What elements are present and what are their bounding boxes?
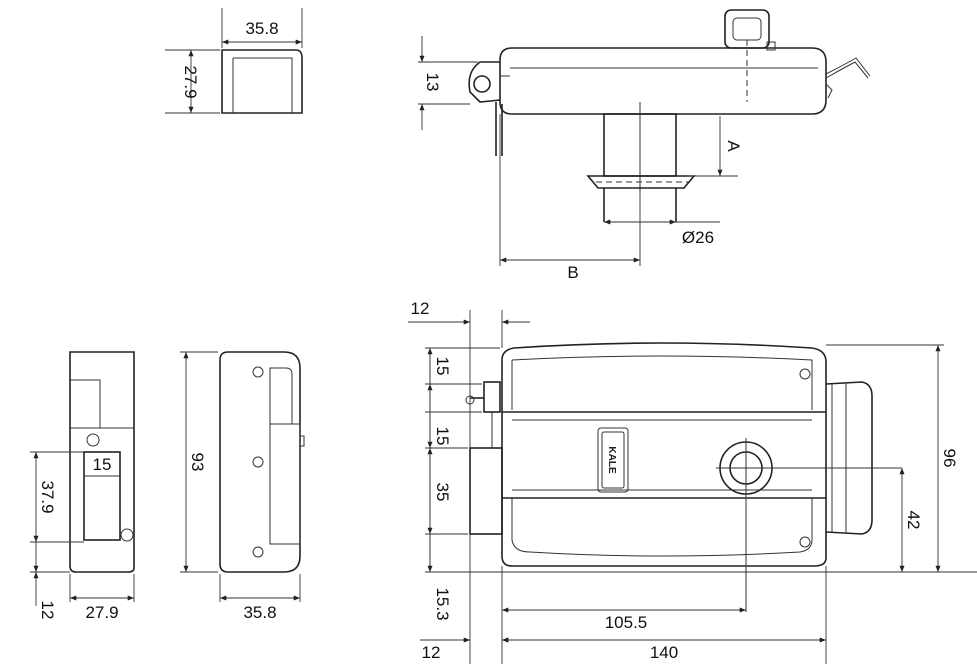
front-42-label: 42 (904, 511, 923, 530)
plate-358-label: 35.8 (243, 603, 276, 622)
left-379-label: 37.9 (38, 480, 57, 513)
thickness-label: 13 (423, 73, 442, 92)
cap-top-view: 35.8 27.9 (165, 8, 303, 114)
front-view: KALE 12 15 15 35 15.3 105.5 140 (408, 299, 977, 664)
left-side-view: 15 37.9 12 27.9 (30, 351, 135, 622)
front-96-label: 96 (940, 449, 959, 468)
cap-height-label: 27.9 (181, 65, 200, 98)
front-140-label: 140 (650, 643, 678, 662)
dim-b-label: B (567, 263, 578, 282)
front-15a-label: 15 (433, 357, 452, 376)
front-35-label: 35 (433, 483, 452, 502)
left-12-label: 12 (38, 601, 57, 620)
plate-view: 93 35.8 (180, 351, 305, 622)
front-153-label: 15.3 (433, 587, 452, 620)
front-12-top-label: 12 (411, 299, 430, 318)
front-12-bottom-label: 12 (422, 643, 441, 662)
plate-93-label: 93 (188, 453, 207, 472)
cap-width-label: 35.8 (245, 19, 278, 38)
left-15-label: 15 (93, 455, 112, 474)
front-1055-label: 105.5 (605, 613, 648, 632)
left-279-label: 27.9 (85, 603, 118, 622)
top-section-view: 13 A Ø26 B (418, 9, 871, 282)
diameter-label: Ø26 (682, 228, 714, 247)
brand-logo-text: KALE (606, 446, 617, 474)
dim-a-label: A (724, 140, 743, 152)
front-15b-label: 15 (433, 427, 452, 446)
